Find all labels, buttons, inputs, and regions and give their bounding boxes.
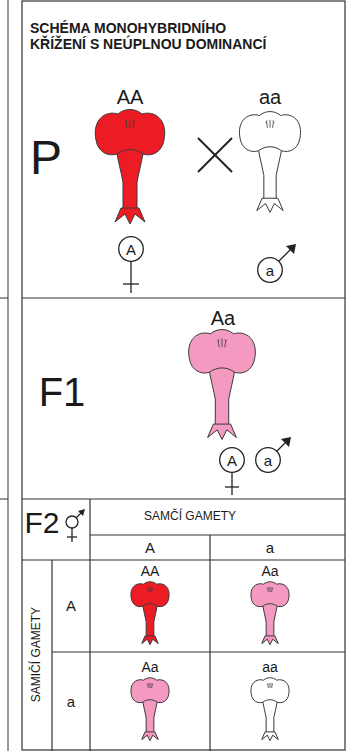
table-line [209,535,210,751]
margin-line [0,298,8,299]
arrow-heads [78,244,296,516]
hermaphrodite-arrowhead [78,509,85,516]
circle-shape [256,448,281,473]
red-flower [95,110,164,225]
column-heading: SAMČÍ GAMETY [144,510,236,523]
margin-line [0,499,8,500]
genotype-label: aa [262,660,278,675]
margin-lines [0,0,8,751]
white-flower [251,678,289,741]
circle-shape [220,448,245,473]
female-symbol [231,473,232,495]
frame [22,1,345,751]
genotype-label: Aa [261,564,278,579]
table-line [52,651,345,652]
genotype-label: Aa [141,660,158,675]
red-flower [131,582,169,645]
pink-flower [251,582,289,645]
male-arrowhead [281,437,291,447]
pink-flower [131,678,169,741]
table-line [51,560,52,751]
gamete-heading: a [266,540,274,557]
table-line [22,559,345,560]
row-heading: SAMIČÍ GAMETY [30,607,43,702]
male-arrowhead [286,244,296,254]
hermaphrodite-symbol [71,528,72,542]
table-line [89,499,90,751]
gamete-heading: A [66,598,76,615]
generation-label: F2 [24,506,59,539]
pink-flower [189,330,256,440]
genotype-label: Aa [211,307,235,329]
generation-label: P [30,132,62,185]
circle-shape [119,237,144,262]
gamete-letter: A [118,236,144,262]
female-symbol [225,486,239,487]
gamete-letter: A [219,447,245,473]
female-symbol [130,262,131,293]
gamete-heading: A [145,540,155,557]
circle-shape [258,258,283,283]
cross-sign [198,138,232,172]
white-flower [239,112,300,213]
genotype-label: AA [117,86,144,108]
table-line [90,534,345,535]
gamete-circle: A [219,447,245,473]
gamete-circle: A [118,236,144,262]
male-symbol [279,249,291,261]
frame-border [22,1,345,750]
cross-line [198,138,232,172]
gamete-circle: a [255,447,281,473]
margin-line [8,0,9,751]
hermaphrodite-symbol [67,536,77,537]
sex-symbols [66,249,291,542]
generation-label: F1 [39,370,86,414]
cross-line [198,138,232,172]
genotype-label: aa [259,86,281,108]
female-symbol [123,283,139,284]
section-separator [22,498,345,499]
genotype-label: AA [141,564,160,579]
gamete-heading: a [67,694,75,711]
gamete-circle: a [257,257,283,283]
diagram-title: SCHÉMA MONOHYBRIDNÍHO KŘÍŽENÍ S NEÚPLNOU… [30,20,280,52]
gamete-letter: a [257,257,283,283]
gamete-letter: a [255,447,281,473]
section-separator [22,297,345,298]
